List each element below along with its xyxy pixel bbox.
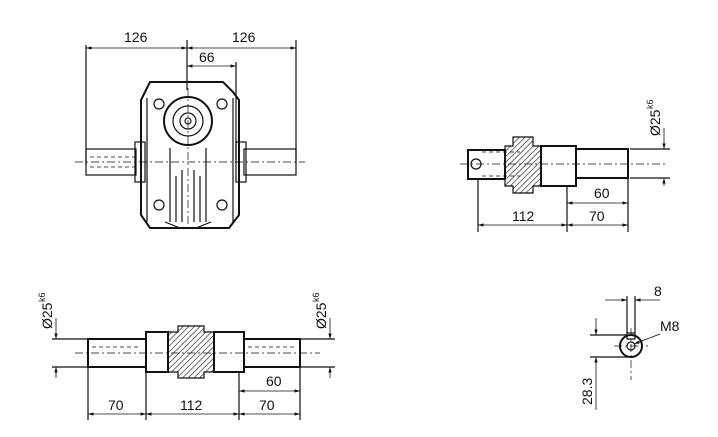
side-dia-25: Ø25: [647, 109, 663, 136]
output-bore: [179, 112, 197, 130]
side-hub: [504, 136, 542, 194]
bolt-bottom-right: [216, 199, 228, 211]
dim-126-right: 126: [232, 29, 256, 45]
flange-left: [134, 141, 146, 183]
bolt-top-right: [216, 98, 228, 110]
bottom-dia-right: Ø25: [313, 302, 329, 329]
output-boss: [163, 96, 213, 146]
bottom-dim-112: 112: [180, 397, 203, 413]
dim-126-left: 126: [124, 29, 148, 45]
front-view: 126 126 66: [75, 29, 305, 232]
side-dim-60: 60: [594, 185, 610, 201]
bolt-top-left: [153, 98, 165, 110]
bottom-hub: [167, 325, 215, 379]
side-dim-70: 70: [589, 208, 605, 224]
dim-66: 66: [199, 49, 215, 65]
keyway-width: 8: [654, 283, 662, 299]
bottom-dia-left-tol: k6: [37, 292, 47, 302]
side-dim-112: 112: [512, 208, 535, 224]
bottom-dia-right-tol: k6: [311, 292, 321, 302]
bottom-view: 60 70 112 70 Ø25 k6 Ø25 k6: [37, 292, 335, 420]
gear-housing: [140, 81, 240, 229]
bottom-dim-70-right: 70: [259, 397, 275, 413]
bottom-dia-left: Ø25: [39, 302, 55, 329]
bottom-dim-60: 60: [266, 373, 282, 389]
thread-label: M8: [660, 318, 680, 334]
bottom-dim-70-left: 70: [108, 397, 124, 413]
bolt-bottom-left: [153, 199, 165, 211]
side-dia-tol: k6: [645, 99, 655, 109]
side-output-shaft: [575, 148, 629, 179]
keyway-detail: 8 M8 28.3: [579, 283, 680, 410]
flange-right: [235, 141, 247, 183]
keyway-height: 28.3: [579, 378, 595, 405]
side-view: 60 112 70 Ø25 k6: [460, 99, 670, 232]
